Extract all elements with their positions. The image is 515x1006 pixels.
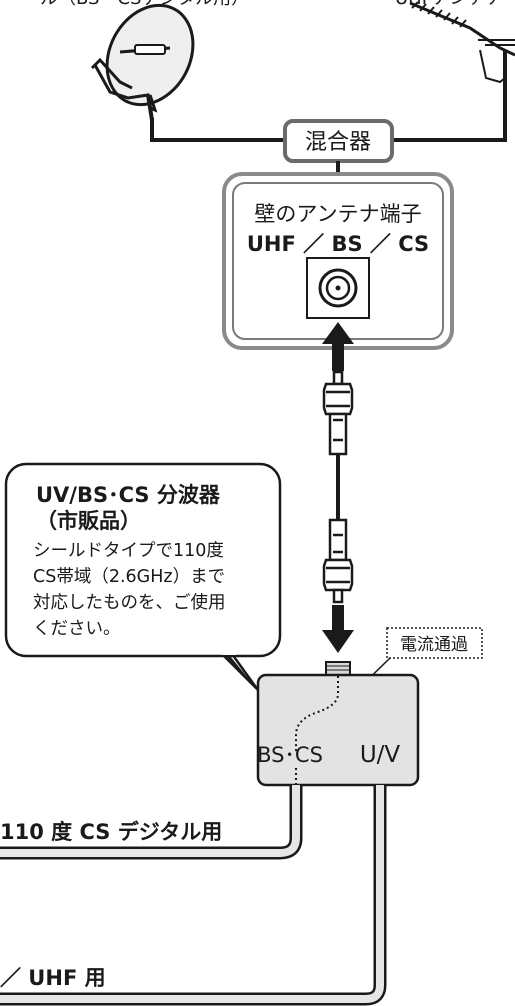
callout-body-line3: 対応したものを、ご使用 (33, 592, 226, 613)
port-bscs-label: BS･CS (257, 743, 323, 767)
top-fragment-right: UHFアンテナ (395, 0, 503, 9)
dish-cable (150, 118, 285, 142)
current-pass-label: 電流通過 (386, 627, 483, 659)
uhf-cable-label: ／ UHF 用 (0, 966, 106, 990)
wall-outlet-title: 壁のアンテナ端子 (254, 202, 421, 226)
current-pass-text: 電流通過 (400, 635, 468, 655)
callout-body-line2: CS帯域（2.6GHz）まで (33, 567, 225, 587)
port-uv-label: U/V (360, 742, 401, 768)
uhf-antenna-icon (392, 1, 515, 142)
lower-f-plug-icon (322, 518, 354, 604)
up-arrow-icon (322, 322, 354, 371)
uv-bs-cs-splitter: BS･CS U/V (256, 661, 420, 787)
callout-title-line2: （市販品） (36, 509, 141, 533)
satellite-dish-icon (90, 3, 195, 121)
callout-body-line1: シールドタイプで110度 (33, 541, 224, 561)
upper-f-plug-icon (322, 370, 354, 456)
down-arrow-icon (322, 605, 354, 653)
wall-outlet-bands: UHF ／ BS ／ CS (247, 232, 429, 256)
mixer-label: 混合器 (305, 130, 371, 155)
callout-body-line4: ください。 (33, 619, 121, 639)
wall-antenna-outlet: 壁のアンテナ端子 UHF ／ BS ／ CS (222, 172, 454, 350)
bscs-cable-label: 110 度 CS デジタル用 (0, 820, 222, 844)
coax-connector-icon (318, 268, 358, 308)
mixer-box: 混合器 (283, 119, 394, 163)
callout-title-line1: UV/BS･CS 分波器 (36, 483, 221, 507)
